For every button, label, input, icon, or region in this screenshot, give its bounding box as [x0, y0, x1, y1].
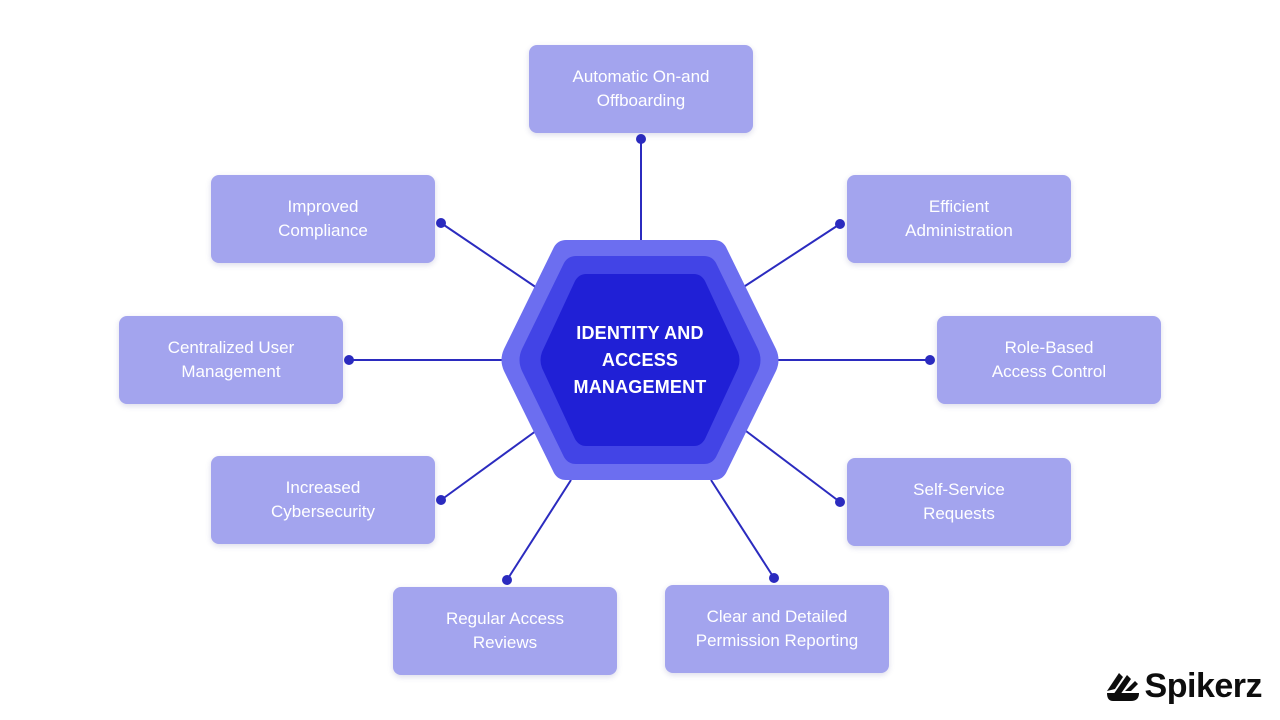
- hub-title: IDENTITY AND ACCESS MANAGEMENT: [573, 322, 707, 397]
- connector-dot-regular-access-reviews: [502, 575, 512, 585]
- node-label: Regular Access Reviews: [445, 609, 565, 652]
- node-label: Efficient Administration: [905, 197, 1013, 240]
- connector-dot-self-service-requests: [835, 497, 845, 507]
- node-automatic-onboarding: Automatic On-and Offboarding: [529, 45, 753, 133]
- node-efficient-administration: Efficient Administration: [847, 175, 1071, 263]
- connector-efficient-administration: [741, 223, 841, 289]
- node-label: Role-Based Access Control: [991, 338, 1107, 381]
- connector-dot-automatic-onboarding: [636, 134, 646, 144]
- node-label: Centralized User Management: [167, 338, 295, 381]
- node-label: Clear and Detailed Permission Reporting: [695, 607, 859, 650]
- connector-improved-compliance: [440, 222, 541, 291]
- connector-increased-cybersecurity: [440, 427, 541, 501]
- connector-dot-improved-compliance: [436, 218, 446, 228]
- node-improved-compliance: Improved Compliance: [211, 175, 435, 263]
- hexagon-shape: [501, 240, 779, 480]
- node-label: Automatic On-and Offboarding: [572, 67, 710, 110]
- node-increased-cybersecurity: Increased Cybersecurity: [211, 456, 435, 544]
- connector-dot-permission-reporting: [769, 573, 779, 583]
- connector-dot-role-based-access-control: [925, 355, 935, 365]
- node-permission-reporting: Clear and Detailed Permission Reporting: [665, 585, 889, 673]
- node-regular-access-reviews: Regular Access Reviews: [393, 587, 617, 675]
- node-label: Self-Service Requests: [913, 480, 1005, 523]
- central-hub: IDENTITY AND ACCESS MANAGEMENT: [500, 236, 780, 484]
- connector-regular-access-reviews: [506, 479, 572, 581]
- connector-dot-centralized-user-management: [344, 355, 354, 365]
- node-label: Improved Compliance: [278, 197, 368, 240]
- connector-dot-increased-cybersecurity: [436, 495, 446, 505]
- node-self-service-requests: Self-Service Requests: [847, 458, 1071, 546]
- node-role-based-access-control: Role-Based Access Control: [937, 316, 1161, 404]
- node-label: Increased Cybersecurity: [271, 478, 375, 521]
- connector-permission-reporting: [710, 479, 775, 579]
- brand-logo: Spikerz: [1105, 667, 1263, 706]
- spikerz-logo-icon: [1106, 672, 1139, 701]
- node-centralized-user-management: Centralized User Management: [119, 316, 343, 404]
- connector-dot-efficient-administration: [835, 219, 845, 229]
- brand-name: Spikerz: [1144, 667, 1263, 705]
- connector-self-service-requests: [741, 427, 841, 503]
